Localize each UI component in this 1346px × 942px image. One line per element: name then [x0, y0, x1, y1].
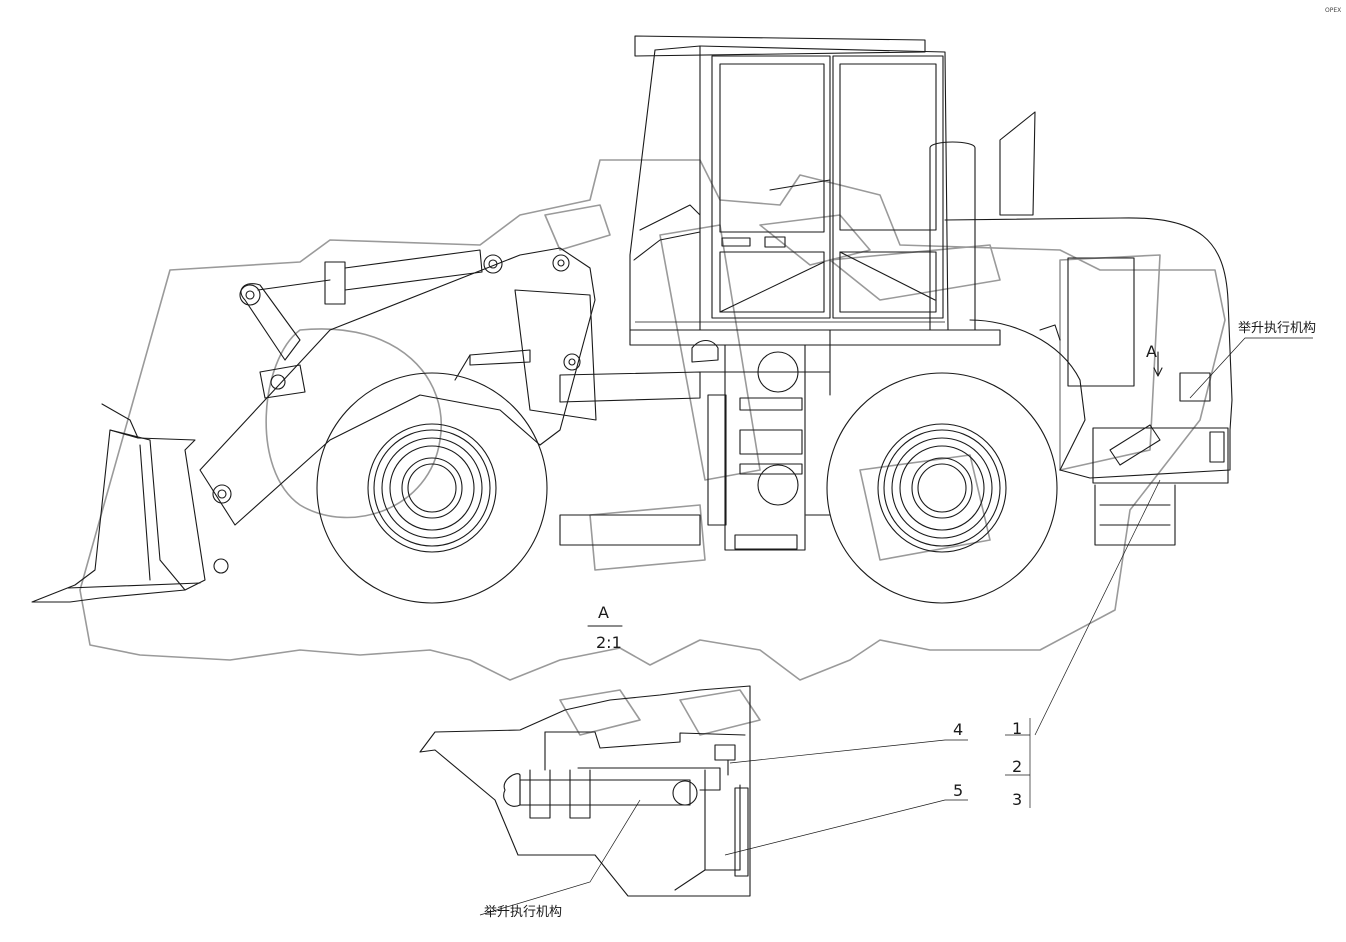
part-number-1: 1 — [1012, 719, 1022, 738]
front-wheel — [316, 372, 548, 604]
part-number-4: 4 — [953, 720, 963, 739]
wheel-loader — [31, 35, 1313, 736]
cab — [629, 35, 949, 331]
section-letter: A — [598, 603, 609, 622]
corner-mark: ОРЕХ — [1325, 7, 1341, 14]
callout-label-bottom: 举升执行机构 — [484, 905, 562, 920]
bucket — [31, 403, 232, 603]
section-scale: 2:1 — [596, 633, 622, 652]
engine-housing — [929, 111, 1233, 546]
part-callouts — [479, 718, 1031, 916]
section-title: A 2:1 — [587, 603, 623, 652]
lift-arm — [199, 247, 597, 526]
center-column — [691, 339, 806, 551]
section-view-a — [419, 685, 751, 897]
rear-wheel — [826, 372, 1058, 604]
main-view-leaders — [1034, 337, 1313, 736]
watermark-gear — [79, 159, 1226, 736]
view-marker-a: A — [1146, 342, 1157, 361]
part-number-3: 3 — [1012, 790, 1022, 809]
callout-label-top: 举升执行机构 — [1238, 321, 1316, 336]
part-number-2: 2 — [1012, 757, 1022, 776]
part-number-5: 5 — [953, 781, 963, 800]
frame — [559, 329, 1001, 546]
